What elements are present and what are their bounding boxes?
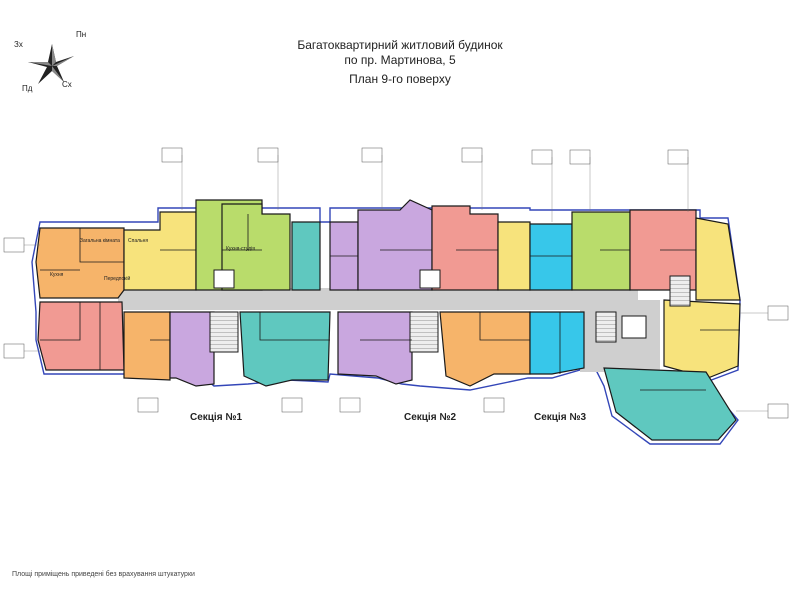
compass-star-icon [28, 44, 74, 84]
apartment-yellow-s3a [695, 217, 741, 301]
room-label-kitchen-studio: Кухня-студія [226, 246, 255, 252]
apartment-yellow-s2a [497, 221, 531, 291]
apartment-pink-s1 [37, 301, 125, 371]
section-1-apartments [35, 199, 331, 387]
apartment-yellow-s3b [663, 299, 741, 379]
room-label-kitchen: Кухня [50, 272, 64, 278]
room-label-living: Загальна кімната [80, 238, 120, 244]
apartment-tags [3, 147, 789, 419]
stairwells [209, 269, 691, 353]
apartment-teal-s1 [239, 311, 331, 387]
apartment-teal-s3 [603, 367, 737, 441]
apartment-pink-s2 [431, 205, 499, 291]
section-2-label: Секція №2 [404, 412, 457, 423]
interior-walls [40, 214, 740, 391]
apartment-green-s1b [221, 203, 291, 291]
compass-west: Зх [14, 40, 23, 49]
section-1-label: Секція №1 [190, 412, 243, 423]
apartment-violet-s2c [337, 311, 413, 385]
section-3-label: Секція №3 [534, 412, 587, 423]
section-2-apartments [329, 199, 531, 387]
compass-east: Сх [62, 80, 72, 89]
apartment-teal-s1a [291, 221, 321, 291]
compass-south: Пд [22, 84, 33, 93]
plan-address: по пр. Мартинова, 5 [344, 53, 456, 67]
apartment-orange-s1b [123, 311, 171, 381]
building-outline [31, 207, 741, 445]
section-3-apartments [529, 209, 741, 441]
plan-title: Багатоквартирний житловий будинок [297, 38, 503, 52]
apartment-orange-s2 [439, 311, 531, 387]
compass-north: Пн [76, 30, 87, 39]
compass-rose: Пн Зх Сх Пд [10, 26, 100, 98]
apartment-yellow-s1 [123, 211, 197, 291]
apartment-violet-s1 [169, 311, 215, 387]
apartment-cyan-s3a [529, 223, 573, 291]
apartment-cyan-s3b [529, 311, 585, 375]
plan-floor: План 9-го поверху [349, 72, 451, 86]
tag-leaders [24, 155, 768, 412]
room-label-hall: Передпокій [104, 276, 131, 282]
apartment-orange-s1 [35, 227, 125, 299]
corridor [118, 288, 660, 372]
room-label-bedroom: Спальня [128, 238, 149, 244]
area-footnote: Площі приміщень приведені без врахування… [12, 571, 195, 578]
apartment-green-s3 [571, 211, 631, 291]
